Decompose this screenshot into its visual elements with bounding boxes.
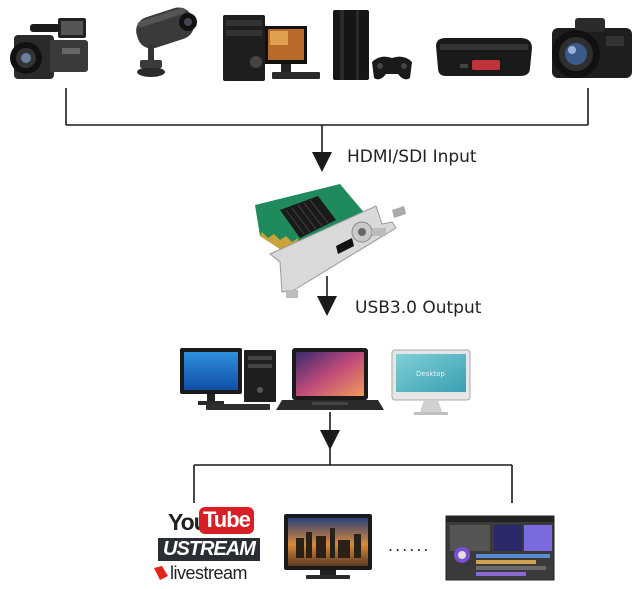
tv-monitor-icon [284,514,372,579]
media-box-icon [436,38,532,76]
arrow-down-icon [320,430,340,450]
input-label: HDMI/SDI Input [347,147,477,167]
imac-icon: Desktop [391,349,471,415]
arrowheads [312,152,340,450]
laptop-icon [276,348,384,410]
arrow-down-icon [312,152,332,172]
ellipsis-label: ...... [388,536,431,555]
editing-software-icon [445,515,555,581]
capture-card-icon [255,184,406,298]
output-label: USB3.0 Output [355,298,482,318]
connector-lines [65,88,589,503]
dslr-camera-icon [552,18,632,78]
livestream-mark-icon [154,566,168,580]
game-console-icon [333,10,412,80]
arrow-down-icon [317,296,337,316]
livestream-logo: livestream [170,563,248,583]
desktop-pc-icon [223,15,320,81]
camcorder-icon [10,18,88,79]
ustream-logo: USTREAM [158,538,260,561]
desktop-computer-icon [180,348,276,410]
screen-text: Desktop [416,370,445,378]
cctv-camera-icon [136,7,197,77]
youtube-logo-tube: Tube [199,507,254,534]
